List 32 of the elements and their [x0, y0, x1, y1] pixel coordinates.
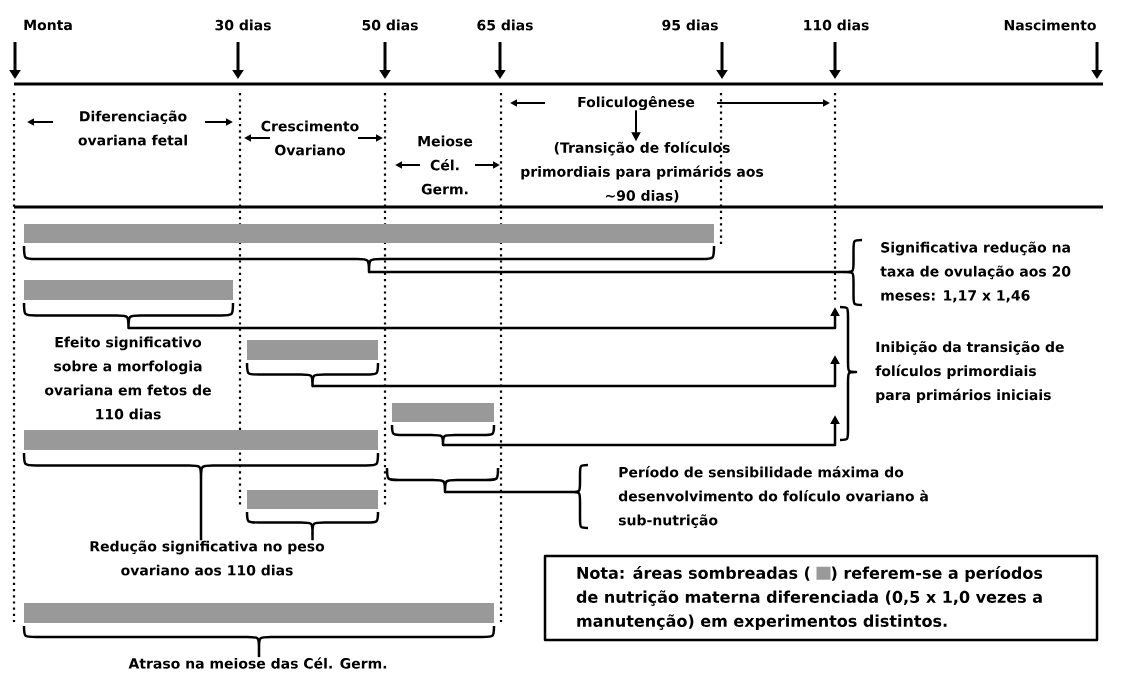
- text-label: Crescimento Ovariano: [261, 120, 359, 156]
- text-label: 110 dias: [804, 19, 869, 31]
- bracketed-shaded-bar: [22, 224, 716, 274]
- text-label: 65 dias: [477, 19, 533, 31]
- leader-line: [199, 478, 203, 541]
- leader-line: [311, 533, 314, 541]
- text-label: Nascimento: [1004, 19, 1096, 31]
- text-label: Diferenciação ovariana fetal: [78, 110, 187, 146]
- bracketed-shaded-bar: [22, 603, 496, 650]
- text-label: Redução significativa no peso ovariano aos 110 dias: [90, 540, 325, 576]
- text-label: Período de sensibilidade máxima do desenvolvimento do folículo ovariano à sub-nutrição: [618, 466, 928, 528]
- text-label: 50 dias: [362, 19, 418, 31]
- note-box: Nota: áreas sombreadas ( ) referem-se a períodos de nutrição materna diferenciada (0,5 x 1,0 vezes a manutenção) em experimentos distintos.: [543, 554, 1099, 642]
- bracketed-shaded-bar: [22, 430, 380, 480]
- brace: [385, 468, 500, 494]
- text-label: Foliculogênese: [578, 95, 695, 111]
- bracketed-shaded-bar: [245, 490, 380, 535]
- text-label: Inibição da transição de folículos primordiais para primários iniciais: [875, 341, 1064, 403]
- text-label: Atraso na meiose das Cél. Germ.: [128, 657, 387, 669]
- leader-line: [369, 270, 845, 274]
- bracketed-shaded-bar: [390, 403, 496, 447]
- leader-line: [445, 490, 572, 494]
- bracketed-shaded-bar: [22, 280, 235, 330]
- bracketed-shaded-bar: [245, 340, 380, 388]
- text-label: (Transição de folículos primordiais para primários aos ~90 dias): [521, 141, 764, 203]
- leader-line: [257, 648, 261, 658]
- text-label: Efeito significativo sobre a morfologia ovariana em fetos de 110 dias: [45, 336, 211, 420]
- text-label: Monta: [24, 19, 72, 31]
- text-label: 95 dias: [662, 19, 718, 31]
- text-label: 30 dias: [215, 19, 271, 31]
- text-label: Significativa redução na taxa de ovulação aos 20 meses: 1,17 x 1,46: [880, 241, 1071, 303]
- text-label: Meiose Cél. Germ.: [418, 135, 473, 195]
